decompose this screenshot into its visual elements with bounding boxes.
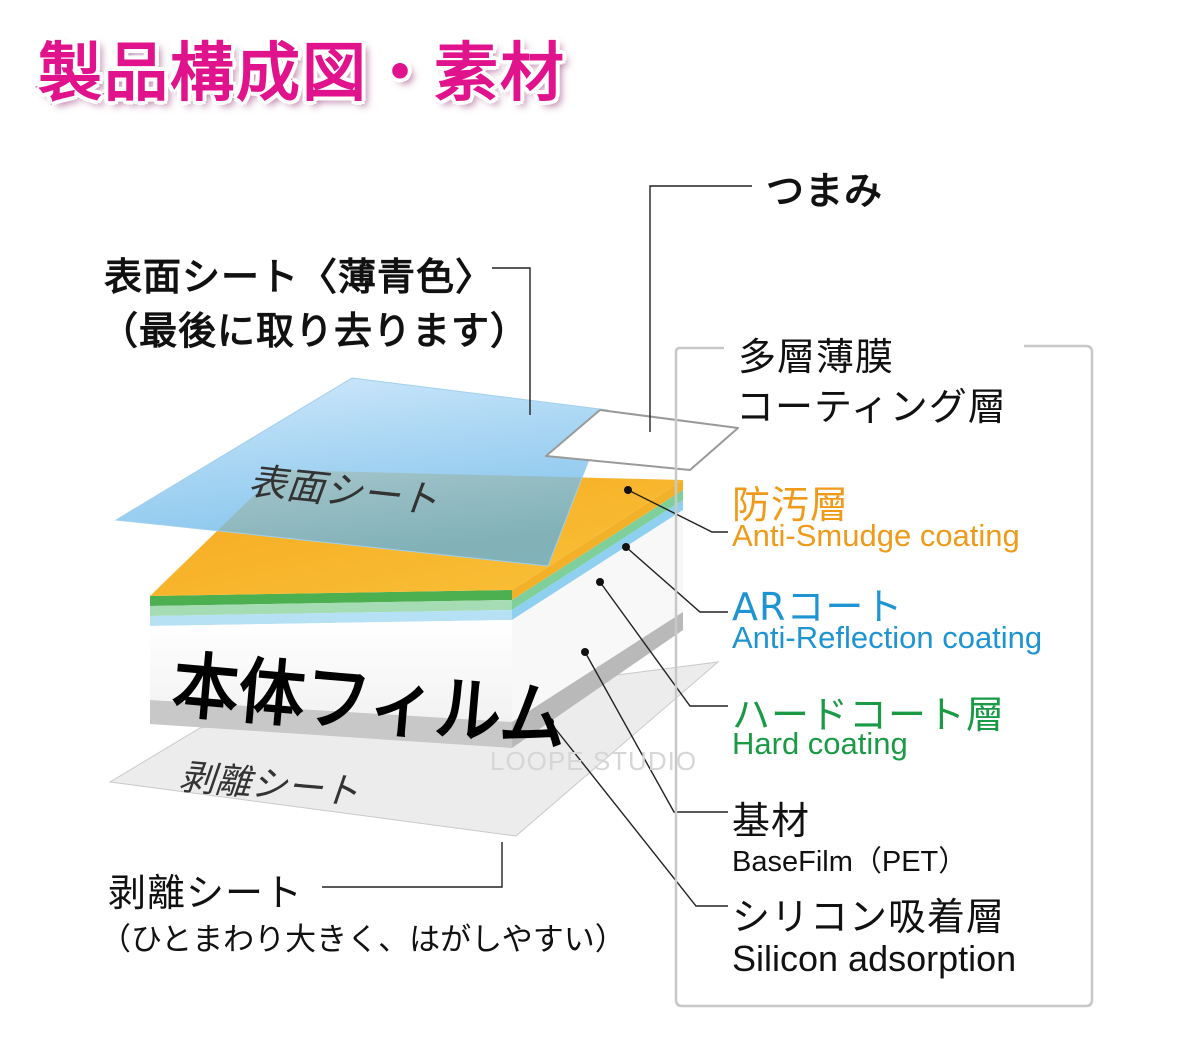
top-sheet-label: 表面シート〈薄青色〉 [104, 255, 495, 299]
hard-coat-label-en: Hard coating [732, 726, 908, 761]
base-film-label-en: BaseFilm（PET） [732, 846, 968, 878]
surface-sheet-shape [114, 377, 739, 567]
silicon-label-en: Silicon adsorption [732, 938, 1017, 979]
leader-dots [546, 486, 632, 726]
anti-smudge-label-jp: 防汚層 [732, 483, 850, 527]
leader-lines [322, 185, 752, 907]
tab-shape [545, 409, 739, 471]
anti-smudge-label-en: Anti-Smudge coating [732, 518, 1020, 553]
ar-coat-label-jp: ARコート [732, 585, 904, 629]
watermark: LOOPE STUDIO [490, 746, 698, 776]
release-sheet-note: （ひとまわり大きく、はがしやすい） [100, 922, 626, 958]
top-sheet-note: （最後に取り去ります） [100, 309, 530, 353]
tab-label: つまみ [766, 169, 884, 213]
release-sheet-label: 剥離シート [108, 871, 304, 915]
coating-group-bracket [674, 344, 1094, 1008]
multilayer-label-line2: コーティング層 [736, 385, 1007, 429]
ar-coat-label-en: Anti-Reflection coating [732, 620, 1043, 655]
hard-coat-label-jp: ハードコート層 [732, 693, 1006, 737]
base-film-label-jp: 基材 [732, 799, 811, 843]
silicon-label-jp: シリコン吸着層 [732, 895, 1006, 939]
page-title: 製品構成図・素材 [37, 36, 566, 113]
multilayer-label-line1: 多層薄膜 [738, 335, 895, 379]
